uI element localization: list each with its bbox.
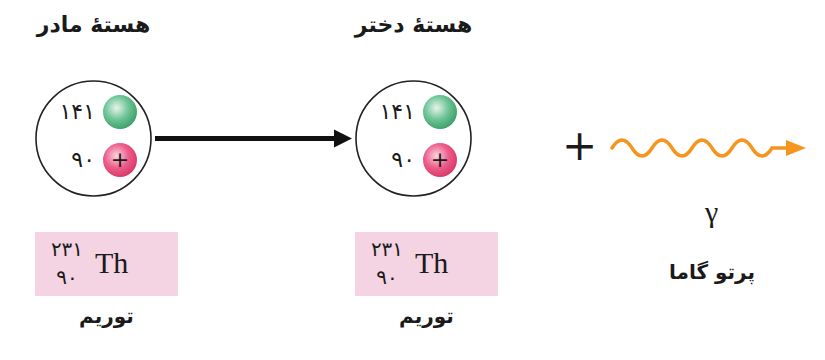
gamma-wave — [612, 140, 788, 156]
atomic-number: ۹۰ — [365, 264, 409, 290]
neutron-ball — [423, 95, 457, 129]
circle-outline — [35, 80, 152, 197]
proton-count: ۹۰ — [41, 146, 95, 174]
circle-outline — [36, 81, 151, 196]
nucleus-circle: هستهٔ مادر۱۴۱۹۰+ — [35, 80, 152, 197]
proton-ball — [103, 143, 137, 177]
circle-outline — [355, 80, 472, 197]
charge-sign: + — [103, 146, 137, 174]
neutron-count: ۱۴۱ — [41, 98, 95, 126]
element-name: توریم — [355, 302, 498, 330]
element-symbol: Th — [95, 244, 128, 282]
atomic-number: ۹۰ — [45, 264, 89, 290]
gamma-ray-name: پرتو گاما — [669, 260, 755, 284]
mass-number: ۲۳۱ — [365, 236, 409, 262]
neutron-count: ۱۴۱ — [361, 98, 415, 126]
nucleus-title: هستهٔ مادر — [0, 10, 202, 40]
proton-ball — [423, 143, 457, 177]
charge-sign: + — [423, 146, 457, 174]
element-symbol: Th — [415, 244, 448, 282]
mass-number: ۲۳۱ — [45, 236, 89, 262]
isotope-box: ۲۳۱۹۰Thتوریم — [355, 232, 498, 296]
nucleus-circle: هستهٔ دختر۱۴۱۹۰+ — [355, 80, 472, 197]
plus-sign: + — [562, 121, 597, 171]
arrow-shaft — [155, 136, 334, 141]
proton-count: ۹۰ — [361, 146, 415, 174]
arrow-head — [334, 130, 352, 148]
nucleus-title: هستهٔ دختر — [305, 10, 522, 40]
gamma-symbol: γ — [705, 194, 718, 230]
neutron-ball — [103, 95, 137, 129]
isotope-box: ۲۳۱۹۰Thتوریم — [35, 232, 178, 296]
element-name: توریم — [35, 302, 178, 330]
gamma-arrowhead — [786, 140, 806, 156]
reaction-arrow — [155, 130, 352, 148]
circle-outline — [356, 81, 471, 196]
